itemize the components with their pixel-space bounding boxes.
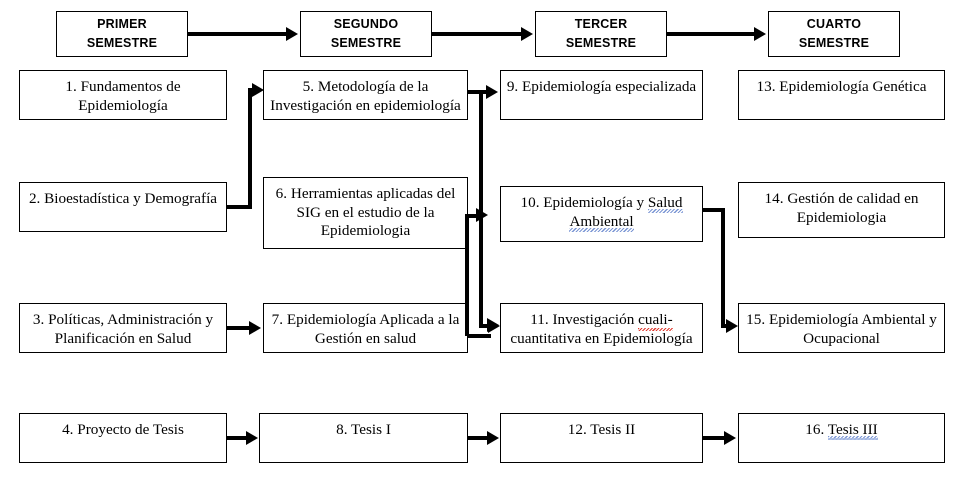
connector-c3-to-c7-line <box>227 326 252 330</box>
course-box-10-label: 10. Epidemiología y Salud Ambiental <box>501 187 702 232</box>
connector-c5-to-c11-h <box>479 324 491 328</box>
semester-header-cuarto-line2: SEMESTRE <box>798 36 870 50</box>
connector-header-2-to-3-arrow-icon <box>521 27 533 41</box>
connector-c10-to-c15-v <box>721 208 725 328</box>
course-box-4-label: 4. Proyecto de Tesis <box>62 421 184 438</box>
course-box-15-label: 15. Epidemiología Ambiental y Ocupaciona… <box>746 311 937 347</box>
course-box-11-suffix: cuantitativa en Epidemiología <box>510 329 693 347</box>
course-box-1: 1. Fundamentos de Epidemiología <box>19 70 227 120</box>
semester-header-tercer: TERCER SEMESTRE <box>535 11 667 57</box>
course-box-4: 4. Proyecto de Tesis <box>19 413 227 463</box>
course-box-7-label: 7. Epidemiología Aplicada a la Gestión e… <box>271 311 460 347</box>
course-box-9-label: 9. Epidemiología especializada <box>506 78 697 95</box>
connector-c10-to-c15-h1 <box>703 208 725 212</box>
semester-header-segundo: SEGUNDO SEMESTRE <box>300 11 432 57</box>
semester-header-tercer-line1: TERCER <box>574 16 628 31</box>
course-box-10-prefix: 10. Epidemiología y <box>520 194 648 211</box>
connector-header-2-to-3-line <box>432 32 523 36</box>
connector-c7-to-c11-line <box>468 334 491 338</box>
connector-c7-to-c10-h <box>465 214 479 218</box>
connector-header-3-to-4-arrow-icon <box>754 27 766 41</box>
course-box-12-label: 12. Tesis II <box>567 421 636 438</box>
course-box-11-spellcheck-red: cuali- <box>638 311 673 328</box>
course-box-2-label: 2. Bioestadística y Demografía <box>28 190 218 207</box>
connector-c4-to-c8-arrow-icon <box>246 431 258 445</box>
connector-c10-to-c15-arrow-icon <box>726 319 738 333</box>
course-box-8-label: 8. Tesis I <box>336 421 391 438</box>
course-box-5: 5. Metodología de la Investigación en ep… <box>263 70 468 120</box>
connector-header-1-to-2-arrow-icon <box>286 27 298 41</box>
connector-c5-to-c9-arrow-icon <box>486 85 498 99</box>
semester-header-primer: PRIMER SEMESTRE <box>56 11 188 57</box>
course-box-6-label: 6. Herramientas aplicadas del SIG en el … <box>275 185 456 240</box>
connector-c8-to-c12-arrow-icon <box>487 431 499 445</box>
course-box-1-label: 1. Fundamentos de Epidemiología <box>65 78 181 114</box>
semester-header-primer-line2: SEMESTRE <box>86 36 158 50</box>
course-box-16-label: 16. Tesis III <box>739 414 944 440</box>
course-box-12: 12. Tesis II <box>500 413 703 463</box>
semester-header-segundo-line2: SEMESTRE <box>330 36 402 50</box>
course-box-6: 6. Herramientas aplicadas del SIG en el … <box>263 177 468 249</box>
connector-c2-to-c5-h1 <box>227 205 252 209</box>
course-box-11: 11. Investigación cuali-cuantitativa en … <box>500 303 703 353</box>
course-box-16-prefix: 16. <box>805 421 828 438</box>
course-box-3: 3. Políticas, Administración y Planifica… <box>19 303 227 353</box>
connector-c8-to-c12-line <box>468 436 489 440</box>
connector-c5-to-c9-line <box>468 90 489 94</box>
semester-header-cuarto: CUARTO SEMESTRE <box>768 11 900 57</box>
course-box-9: 9. Epidemiología especializada <box>500 70 703 120</box>
course-box-14-label: 14. Gestión de calidad en Epidemiologia <box>764 190 919 226</box>
course-box-11-prefix: 11. Investigación <box>530 311 639 328</box>
connector-header-3-to-4-line <box>667 32 756 36</box>
course-box-16-spellcheck-blue: Tesis III <box>827 421 878 440</box>
course-box-10: 10. Epidemiología y Salud Ambiental <box>500 186 703 242</box>
connector-c7-to-c10-v <box>465 214 469 336</box>
connector-c2-to-c5-arrow-icon <box>252 83 264 97</box>
semester-header-cuarto-line1: CUARTO <box>806 16 862 31</box>
connector-c12-to-c16-arrow-icon <box>724 431 736 445</box>
course-box-3-label: 3. Políticas, Administración y Planifica… <box>32 311 214 347</box>
connector-c3-to-c7-arrow-icon <box>249 321 261 335</box>
semester-header-tercer-line2: SEMESTRE <box>565 36 637 50</box>
connector-c12-to-c16-line <box>703 436 726 440</box>
course-box-13: 13. Epidemiología Genética <box>738 70 945 120</box>
course-box-15: 15. Epidemiología Ambiental y Ocupaciona… <box>738 303 945 353</box>
course-box-2: 2. Bioestadística y Demografía <box>19 182 227 232</box>
course-box-13-label: 13. Epidemiología Genética <box>756 78 927 95</box>
course-box-7: 7. Epidemiología Aplicada a la Gestión e… <box>263 303 468 353</box>
course-box-14: 14. Gestión de calidad en Epidemiologia <box>738 182 945 238</box>
course-box-5-label: 5. Metodología de la Investigación en ep… <box>270 78 461 114</box>
connector-c7-to-c11-arrow-icon <box>487 318 499 332</box>
semester-header-primer-line1: PRIMER <box>97 16 147 31</box>
connector-c4-to-c8-line <box>227 436 249 440</box>
course-box-16: 16. Tesis III <box>738 413 945 463</box>
connector-c10-to-c15-h2 <box>721 324 730 328</box>
course-box-8: 8. Tesis I <box>259 413 468 463</box>
connector-header-1-to-2-line <box>188 32 288 36</box>
connector-c7-to-c10-arrow-icon <box>476 208 488 222</box>
course-box-11-label: 11. Investigación cuali-cuantitativa en … <box>501 304 702 348</box>
semester-header-segundo-line1: SEGUNDO <box>333 16 399 31</box>
connector-c2-to-c5-v <box>248 88 252 209</box>
